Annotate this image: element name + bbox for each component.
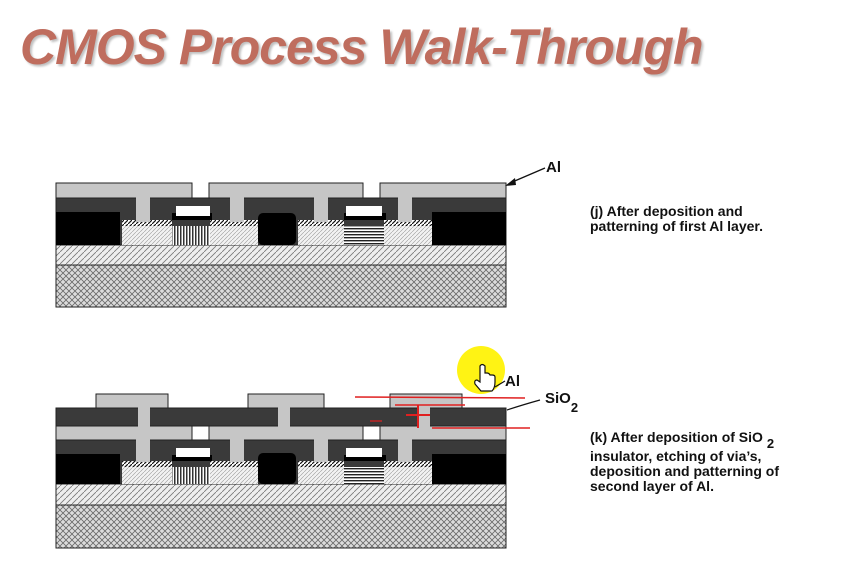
step-k-caption: (k) After deposition of SiO 2 insulator,… — [590, 430, 779, 494]
step-k-al-label: Al — [505, 373, 520, 390]
step-k-caption-line: insulator, etching of via’s, — [590, 447, 762, 464]
slide-title: CMOS Process Walk-Through — [20, 19, 704, 75]
step-j-caption: (j) After deposition and patterning of f… — [590, 204, 763, 234]
step-k-caption-subscript: 2 — [766, 435, 775, 451]
step-k-sio2-label: SiO2 — [545, 390, 578, 415]
step-j-caption-line: (j) After deposition and — [590, 203, 743, 219]
step-k-caption-line: deposition and patterning of — [590, 462, 779, 479]
step-k-caption-line: second layer of Al. — [590, 477, 714, 494]
step-j-cross-section — [55, 167, 546, 308]
step-k-cross-section — [55, 393, 507, 549]
step-k-caption-line: (k) After deposition of SiO — [590, 429, 763, 445]
step-j-caption-line: patterning of first Al layer. — [590, 218, 763, 234]
hand-pointer-icon — [474, 363, 496, 392]
red-annotation-marks — [354, 396, 530, 429]
step-j-al-label: Al — [546, 159, 561, 176]
